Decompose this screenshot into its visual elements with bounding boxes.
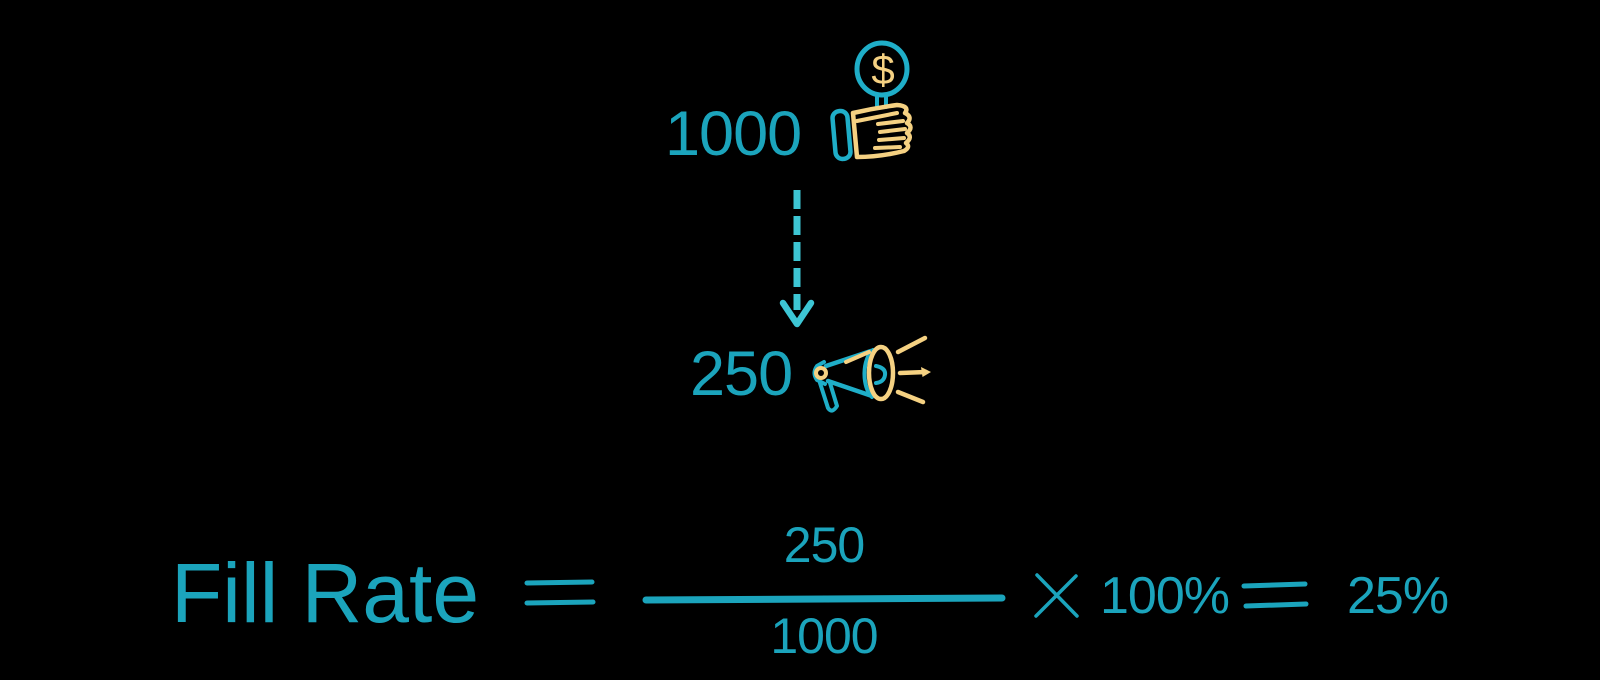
multiply-icon: ×: [1034, 573, 1079, 618]
cone-highlight: [844, 350, 871, 364]
sound-line-bottom: [895, 389, 926, 405]
result-value: 25%: [1347, 567, 1449, 625]
multiplier-value: 100%: [1100, 567, 1230, 625]
arrow-head: [779, 299, 815, 328]
hand-holding-dollar-icon: $: [830, 40, 913, 162]
megaphone-inner-detail: [874, 364, 888, 385]
down-dashed-arrow-icon: [779, 190, 815, 328]
megaphone-mouth-cap: [814, 366, 828, 380]
equals-icon-result: =: [1241, 581, 1309, 609]
dollar-sign-glyph: $: [871, 46, 894, 93]
sound-line-middle: [897, 369, 929, 376]
megaphone-handle: [818, 381, 839, 413]
fraction-bar: [642, 594, 1006, 604]
ad-requests-value: 1000: [665, 99, 802, 169]
megaphone-icon: [812, 335, 931, 413]
fill-rate-label: Fill Rate: [171, 546, 480, 640]
finger-lines: [873, 119, 907, 150]
sound-line-middle-tip: [921, 367, 931, 377]
fraction-denominator: 1000: [770, 608, 878, 664]
ads-served-value: 250: [690, 339, 793, 409]
thumb-line: [855, 111, 899, 123]
cuff: [830, 108, 853, 162]
equals-icon: =: [524, 579, 596, 606]
dollar-coin-circle: [854, 40, 910, 98]
fist-outline: [850, 102, 913, 160]
fraction-numerator: 250: [783, 517, 865, 573]
sound-line-top: [895, 335, 928, 355]
megaphone-bell-rim: [866, 344, 896, 402]
